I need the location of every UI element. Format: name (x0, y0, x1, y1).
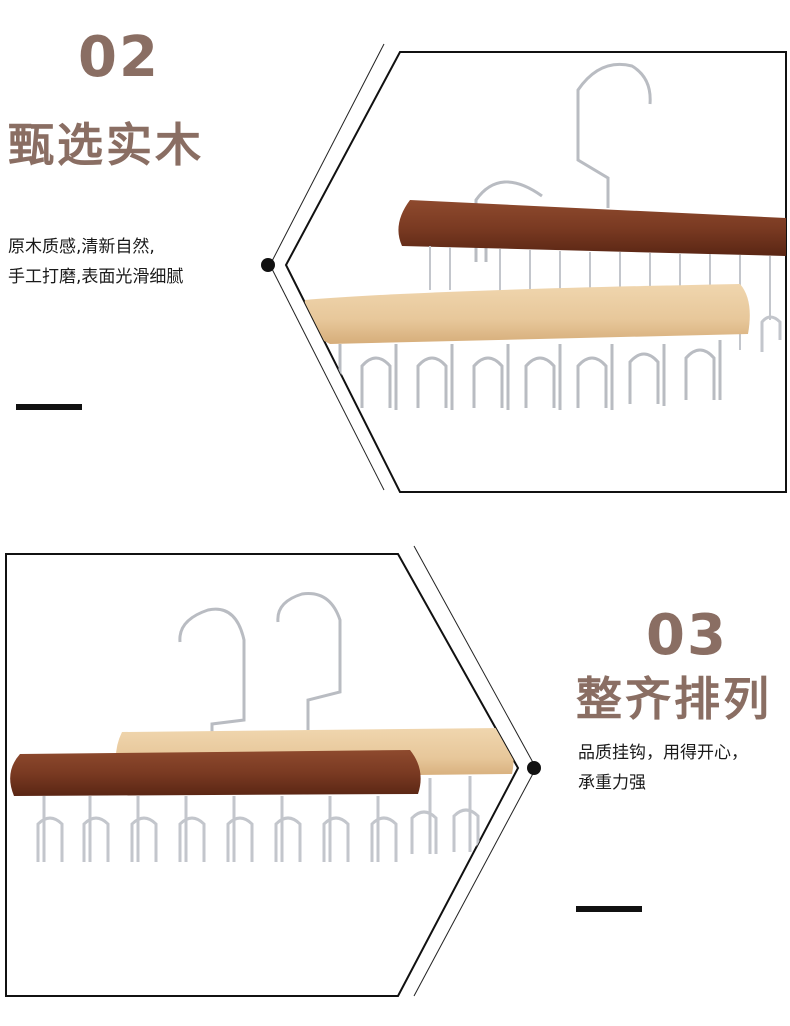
bottom-hanger-photo (10, 592, 514, 862)
section-03-number: 03 (646, 603, 728, 668)
section-02-number: 02 (78, 25, 160, 90)
section-03-desc-line1: 品质挂钩，用得开心， (578, 743, 748, 763)
section-03-divider (576, 906, 642, 912)
section-03-title: 整齐排列 (576, 672, 772, 726)
bottom-frame-dot (527, 761, 541, 775)
top-frame-dot (261, 258, 275, 272)
section-02-title: 甄选实木 (8, 118, 204, 172)
section-03-desc-line2: 承重力强 (578, 773, 646, 793)
top-product-frame (261, 43, 787, 493)
section-02-desc-line1: 原木质感,清新自然, (8, 237, 155, 257)
bottom-product-frame (5, 545, 541, 997)
section-02-divider (16, 404, 82, 410)
top-hanger-photo (304, 62, 786, 410)
section-02-desc-line2: 手工打磨,表面光滑细腻 (8, 267, 184, 287)
